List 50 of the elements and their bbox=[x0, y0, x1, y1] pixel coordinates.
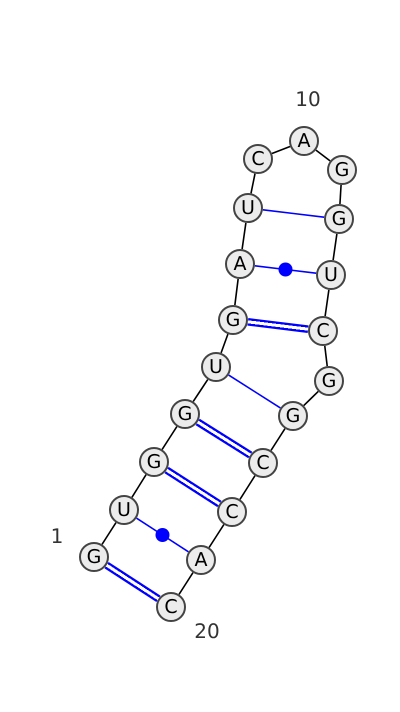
backbone-line bbox=[250, 174, 256, 194]
backbone-line bbox=[239, 475, 256, 500]
base-pair-line bbox=[136, 518, 189, 552]
nucleotide-circle: A bbox=[186, 545, 216, 575]
backbone-line bbox=[241, 222, 247, 250]
nucleotide-circle: G bbox=[314, 366, 344, 396]
nucleotide-circle: G bbox=[139, 447, 169, 477]
base-pair-line bbox=[247, 318, 309, 333]
nucleotide-circle: U bbox=[316, 260, 346, 290]
nucleotide-circle: A bbox=[289, 126, 319, 156]
nucleotide-circle: G bbox=[218, 305, 248, 335]
nucleotide-circle: G bbox=[324, 204, 354, 234]
backbone-line bbox=[220, 334, 229, 354]
nucleotide-circle: U bbox=[233, 193, 263, 223]
position-number: 10 bbox=[295, 87, 321, 111]
nucleotide-circle: G bbox=[327, 155, 357, 185]
nucleotide-circle: U bbox=[109, 495, 139, 525]
backbone-line bbox=[101, 522, 117, 545]
backbone-line bbox=[303, 390, 319, 406]
backbone-line bbox=[161, 426, 178, 450]
base-pair-line bbox=[104, 562, 160, 602]
backbone-line bbox=[178, 572, 194, 595]
nucleotide-circle: U bbox=[201, 352, 231, 382]
nucleotide-circle: C bbox=[243, 144, 273, 174]
nucleotide-circle: G bbox=[170, 399, 200, 429]
backbone-line bbox=[272, 146, 290, 154]
base-pair-line bbox=[164, 466, 222, 508]
base-pair-line bbox=[262, 209, 324, 218]
nucleotide-circle: C bbox=[156, 592, 186, 622]
nucleotide-circle: G bbox=[278, 401, 308, 431]
backbone-line bbox=[131, 474, 147, 498]
base-pair-line bbox=[254, 265, 316, 274]
nucleotide-circle: A bbox=[225, 249, 255, 279]
backbone-line bbox=[324, 290, 330, 316]
backbone-line bbox=[192, 379, 208, 402]
backbone-line bbox=[332, 234, 338, 260]
nucleotide-circle: G bbox=[79, 542, 109, 572]
nucleotide-circle: C bbox=[217, 497, 247, 527]
backbone-line bbox=[270, 428, 286, 451]
backbone-line bbox=[324, 346, 328, 366]
nucleotide-circle: C bbox=[248, 448, 278, 478]
backbone-line bbox=[315, 149, 331, 162]
nucleotide-circle: C bbox=[308, 316, 338, 346]
base-pair-line bbox=[196, 418, 252, 458]
position-number: 20 bbox=[194, 619, 220, 643]
backbone-line bbox=[208, 524, 225, 548]
position-number: 1 bbox=[50, 524, 64, 548]
backbone-line bbox=[234, 278, 239, 306]
base-pair-line bbox=[228, 374, 281, 409]
backbone-line bbox=[339, 184, 342, 204]
